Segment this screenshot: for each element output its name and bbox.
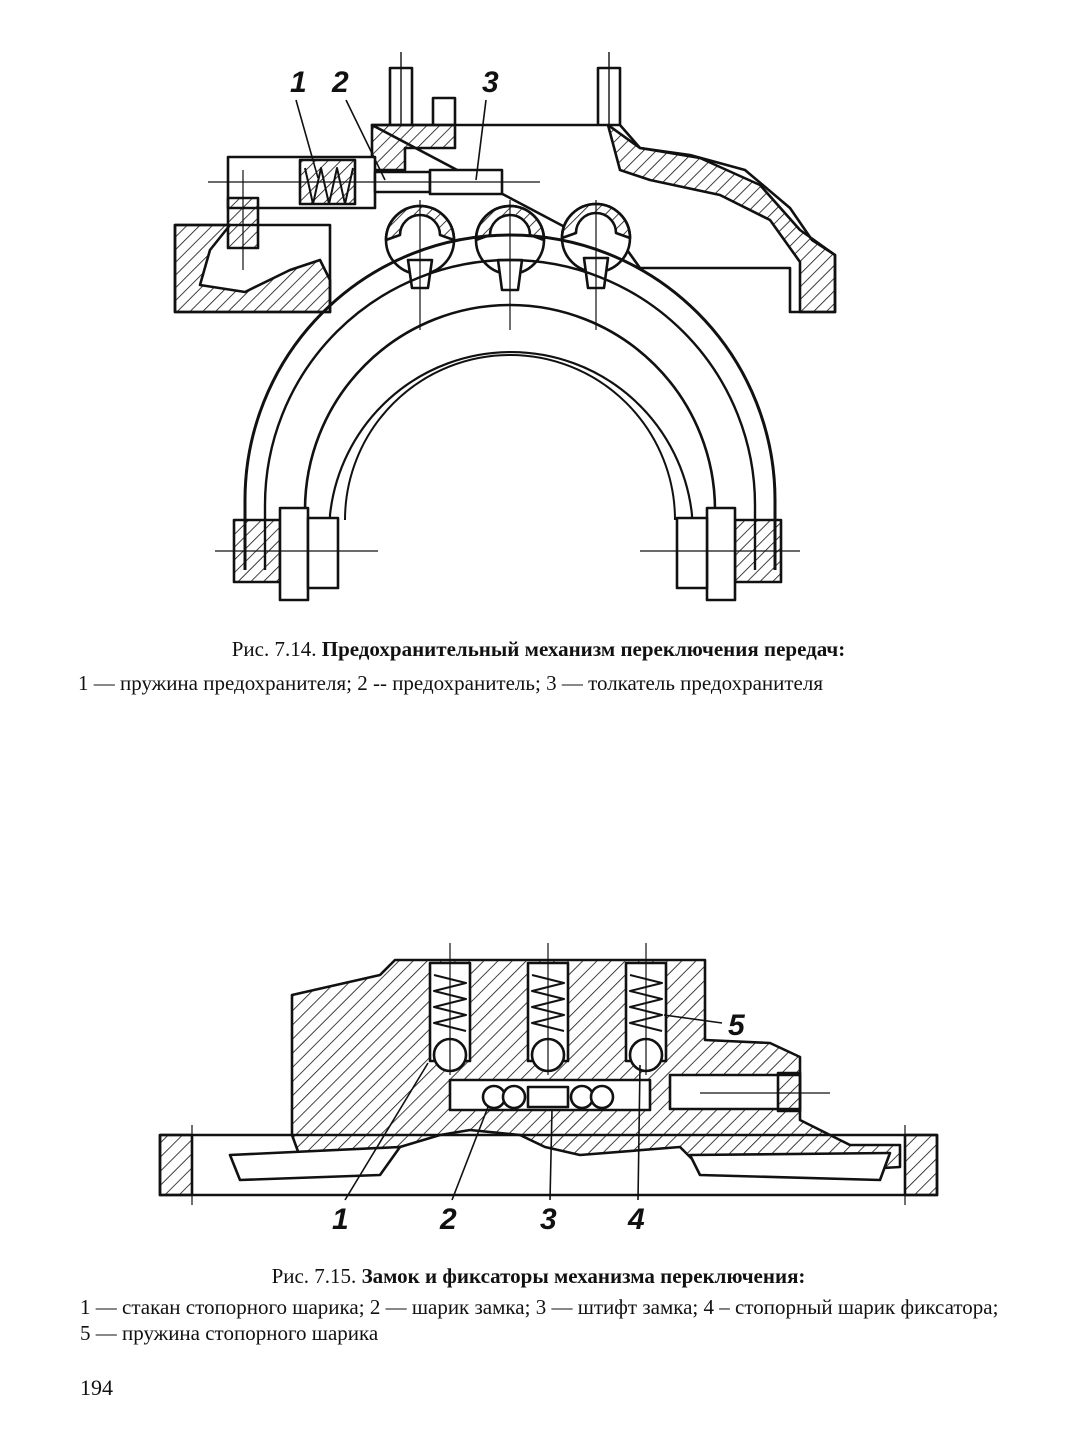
figure-7-15-caption-title: Замок и фиксаторы механизма переключения… bbox=[361, 1264, 806, 1288]
fig2-callout-1: 1 bbox=[332, 1203, 349, 1236]
fig2-callout-2: 2 bbox=[439, 1203, 457, 1236]
fig1-callout-2: 2 bbox=[331, 66, 349, 99]
page-number: 194 bbox=[80, 1375, 113, 1400]
fig2-callout-5: 5 bbox=[728, 1009, 746, 1042]
figure-7-14-legend: 1 — пружина предохранителя; 2 -- предохр… bbox=[78, 671, 824, 695]
fig2-callout-4: 4 bbox=[627, 1203, 645, 1236]
figure-7-15-drawing: 1 2 3 4 5 bbox=[0, 935, 1077, 1240]
figure-7-14-caption: Рис. 7.14. Предохранительный механизм пе… bbox=[0, 636, 1077, 662]
fig1-callout-1: 1 bbox=[290, 66, 307, 99]
figure-7-15-caption: Рис. 7.15. Замок и фиксаторы механизма п… bbox=[0, 1263, 1077, 1289]
fig1-callout-3: 3 bbox=[482, 66, 499, 99]
figure-7-15-legend: 1 — стакан стопорного шарика; 2 — шарик … bbox=[80, 1295, 999, 1345]
figure-7-14-caption-prefix: Рис. 7.14. bbox=[231, 637, 317, 661]
figure-7-14-drawing: 1 2 3 bbox=[0, 30, 1077, 620]
figure-7-14-caption-title: Предохранительный механизм переключения … bbox=[321, 637, 846, 661]
figure-7-15-caption-prefix: Рис. 7.15. bbox=[271, 1264, 357, 1288]
fig2-callout-3: 3 bbox=[540, 1203, 557, 1236]
